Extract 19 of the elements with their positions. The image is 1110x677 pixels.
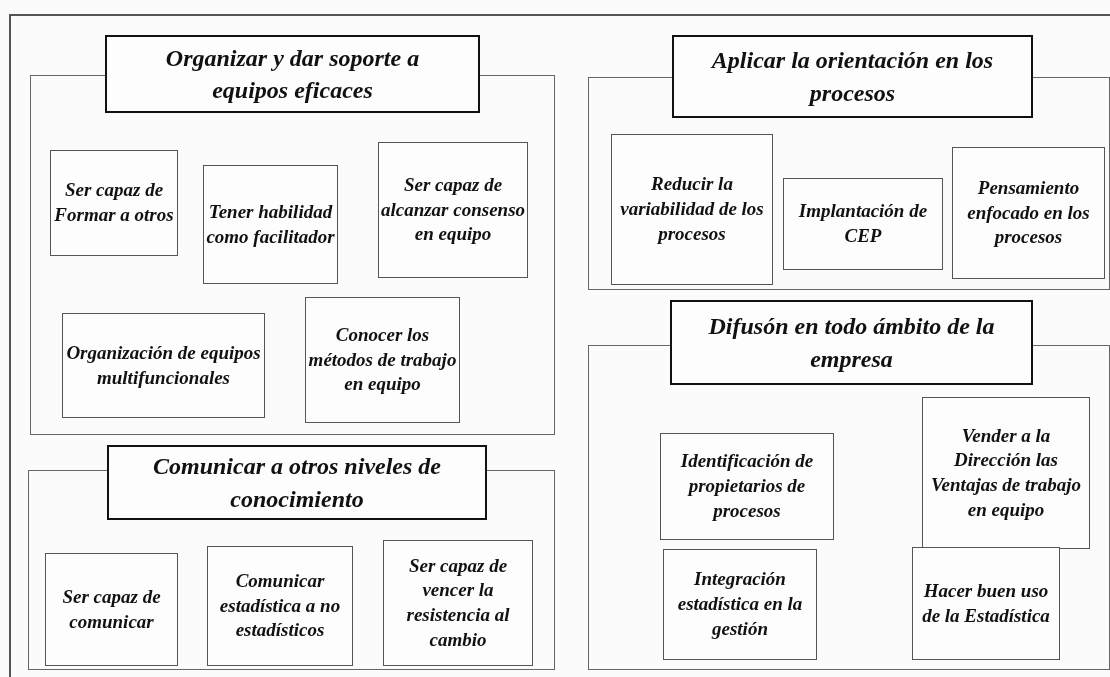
heading-box: Difusón en todo ámbito de la empresa xyxy=(670,300,1033,385)
competency-box: Ser capaz de comunicar xyxy=(45,553,178,666)
competency-box: Organización de equipos multifuncionales xyxy=(62,313,265,418)
competency-box: Identificación de propietarios de procesos xyxy=(660,433,834,540)
competency-box: Reducir la variabilidad de los procesos xyxy=(611,134,773,285)
heading-box: Organizar y dar soporte a equipos eficaces xyxy=(105,35,480,113)
heading-box: Comunicar a otros niveles de conocimiento xyxy=(107,445,487,520)
competency-box: Implantación de CEP xyxy=(783,178,943,270)
competency-box: Pensamiento enfocado en los procesos xyxy=(952,147,1105,279)
competency-box: Tener habilidad como facilitador xyxy=(203,165,338,284)
competency-box: Ser capaz de alcanzar consenso en equipo xyxy=(378,142,528,278)
competency-box: Vender a la Dirección las Ventajas de trabajo en equipo xyxy=(922,397,1090,549)
competency-box: Integración estadística en la gestión xyxy=(663,549,817,660)
competency-box: Ser capaz de vencer la resistencia al cambio xyxy=(383,540,533,666)
competency-box: Hacer buen uso de la Estadística xyxy=(912,547,1060,660)
competency-box: Ser capaz de Formar a otros xyxy=(50,150,178,256)
competency-box: Conocer los métodos de trabajo en equipo xyxy=(305,297,460,423)
competency-box: Comunicar estadística a no estadísticos xyxy=(207,546,353,666)
heading-box: Aplicar la orientación en los procesos xyxy=(672,35,1033,118)
